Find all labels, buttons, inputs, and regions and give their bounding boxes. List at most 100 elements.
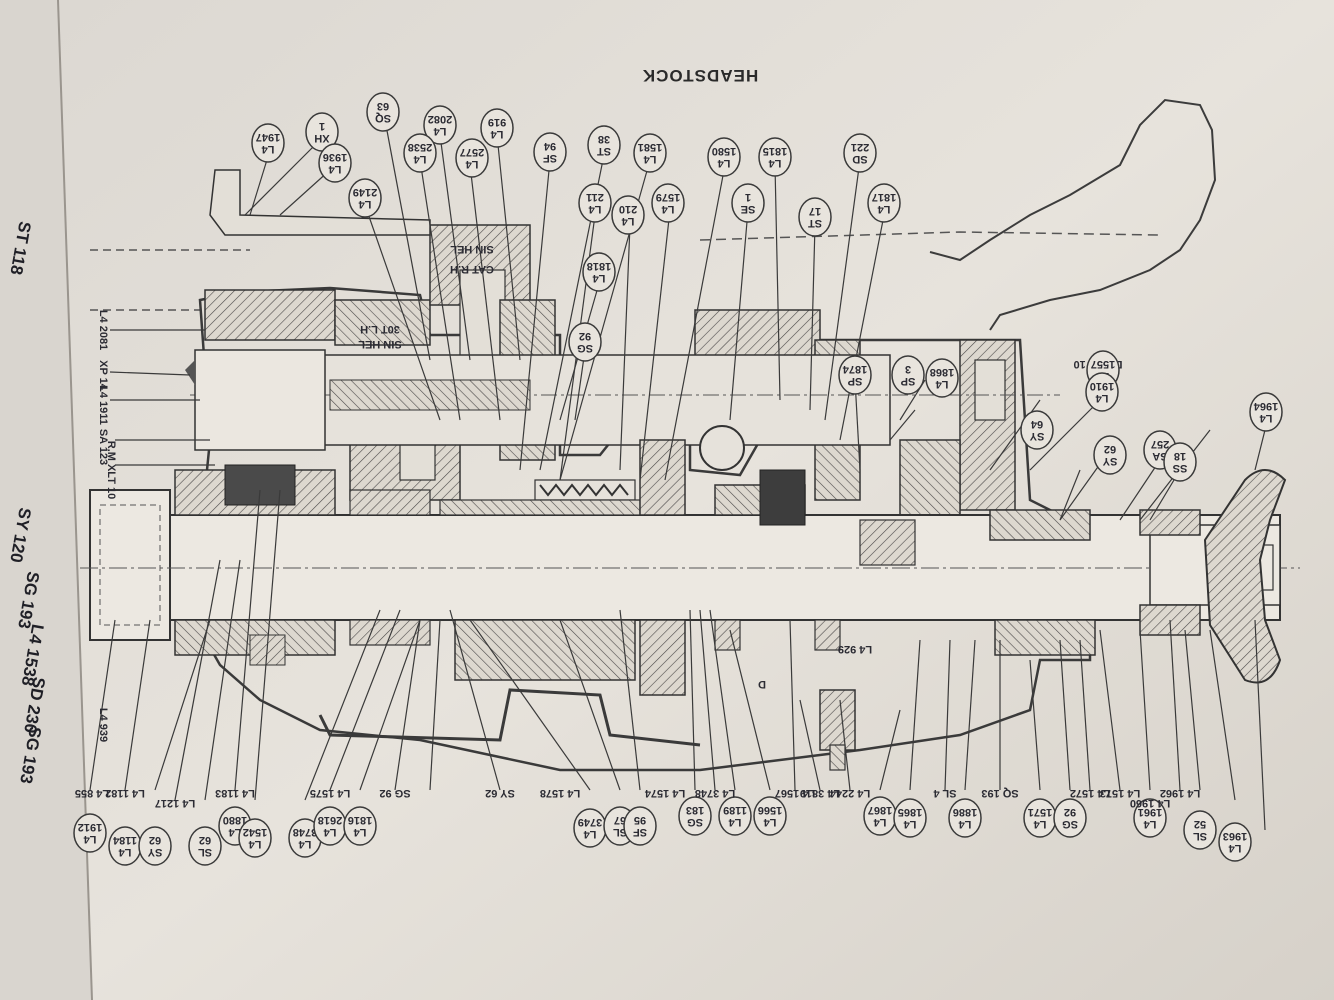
callout-text: L4 <box>958 818 972 830</box>
callout-circle <box>798 197 832 237</box>
note-sin-hel-1: SIN HEL <box>450 243 494 255</box>
left-label-l-rm-xlt: R.M XLT 10 <box>105 441 117 499</box>
mid-gear <box>639 439 686 516</box>
callout-circle <box>318 143 352 183</box>
callout-circle <box>867 183 901 223</box>
part-label-text: SL 4 <box>933 787 957 799</box>
callout-text: 1817 <box>872 191 896 203</box>
callout-text: SY <box>1029 430 1044 442</box>
callout-circle <box>1133 798 1167 838</box>
callout-text: L4 <box>763 816 777 828</box>
callout-text: 52 <box>1194 818 1206 830</box>
callout-text: L4 <box>877 203 891 215</box>
callout-text: L4 <box>903 818 917 830</box>
callout-circle <box>1093 435 1127 475</box>
callout-text: SQ <box>375 112 391 124</box>
callout-text: L4 <box>433 125 447 137</box>
callout-text: 1557 <box>1091 358 1115 370</box>
gear-block-upper-left <box>204 289 336 341</box>
part-label-p-l4-1960: L4 1960 <box>1130 797 1170 809</box>
callout-text: 210 <box>619 203 637 215</box>
callout-text: SY <box>1102 455 1117 467</box>
callout-text: L4 <box>621 215 635 227</box>
callout-text: 1 <box>319 120 325 132</box>
callout-text: 1936 <box>323 151 347 163</box>
part-label-p-sl-4: SL 4 <box>933 787 957 799</box>
callout-text: 1865 <box>898 806 922 818</box>
callout-text: 64 <box>1030 418 1043 430</box>
callout-circle <box>633 133 667 173</box>
callout-text: L4 <box>358 198 372 210</box>
note-l4-929: L4 929 <box>838 643 872 655</box>
callout-text: 1947 <box>256 131 280 143</box>
part-label-text: L4 1575 <box>310 787 350 799</box>
callout-text: 919 <box>488 116 506 128</box>
callout-text: 62 <box>1104 443 1116 455</box>
callout-text: 92 <box>1064 806 1076 818</box>
callout-text: L4 <box>1259 412 1273 424</box>
callout-text: L4 <box>588 203 602 215</box>
callout-text: 67 <box>614 814 626 826</box>
callout-circle <box>343 806 377 846</box>
callout-text: 1910 <box>1090 380 1114 392</box>
callout-text: 1816 <box>348 814 372 826</box>
callout-text: 3748 <box>293 826 317 838</box>
callout-circle <box>251 123 285 163</box>
callout-circle <box>1053 798 1087 838</box>
part-label-text: L4 1183 <box>215 787 255 799</box>
callout-text: 38 <box>598 133 610 145</box>
callout-text: L4 <box>83 833 97 845</box>
part-label-text: SY 62 <box>485 787 515 799</box>
left-label-l-sa-123: SA 123 <box>97 429 109 465</box>
callout-text: 1874 <box>842 363 867 375</box>
callout-text: 1964 <box>1253 400 1278 412</box>
callout-circle <box>843 133 877 173</box>
callout-text: SG <box>1062 818 1078 830</box>
part-label-p-l4-1575: L4 1575 <box>310 787 350 799</box>
callout-circle <box>731 183 765 223</box>
callout-text: 92 <box>579 330 591 342</box>
callout-circle <box>838 355 872 395</box>
part-label-p-l4-1573: L4 1573 <box>1100 787 1140 799</box>
part-callout-se-1: SE1 <box>731 183 765 223</box>
callout-text: ST <box>597 145 611 157</box>
callout-text: L4 <box>118 846 132 858</box>
part-label-text: L4 2244 <box>829 787 870 799</box>
callout-text: SE <box>741 203 756 215</box>
part-label-p-l4-1183: L4 1183 <box>215 787 255 799</box>
part-label-p-sq-193: SQ 193 <box>981 787 1018 799</box>
left-label-text: XP 14 <box>97 360 109 391</box>
callout-text: L4 <box>873 816 887 828</box>
part-label-text: SQ 193 <box>981 787 1018 799</box>
shaft-ball <box>699 425 745 471</box>
part-label-text: L4 1572 <box>1070 787 1110 799</box>
note-d: D <box>758 678 766 690</box>
callout-circle <box>1163 442 1197 482</box>
callout-text: L4 <box>465 158 479 170</box>
callout-text: 1963 <box>1223 830 1247 842</box>
part-label-p-sy-62: SY 62 <box>485 787 515 799</box>
adjacent-page <box>0 0 92 1000</box>
callout-text: L4 <box>298 838 312 850</box>
callout-text: L4 <box>643 153 657 165</box>
callout-text: 1867 <box>868 804 892 816</box>
callout-text: L4 <box>323 826 337 838</box>
callout-text: 1886 <box>953 806 977 818</box>
